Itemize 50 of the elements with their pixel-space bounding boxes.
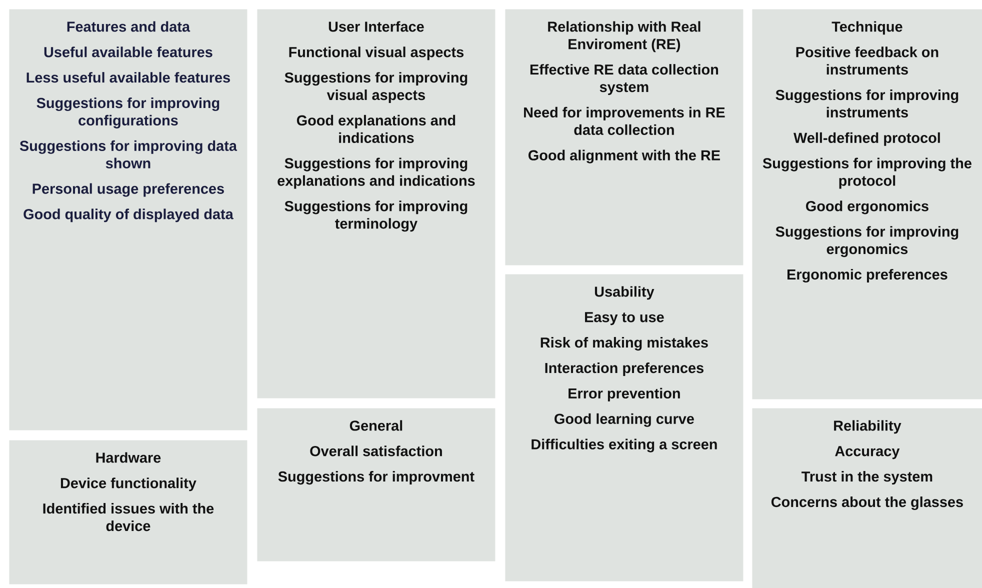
- item-text: Device functionality: [60, 478, 196, 492]
- item-text: Overall satisfaction: [310, 446, 442, 456]
- item-text: Suggestions for improvment: [278, 471, 474, 485]
- item-text: Accuracy: [835, 446, 900, 460]
- box-heading: General: [350, 420, 402, 431]
- item-text: Suggestions for improving visual aspects: [284, 72, 468, 103]
- category-box: [505, 9, 744, 266]
- item-text: Difficulties exiting a screen: [532, 438, 717, 452]
- item-text: Good ergonomics: [806, 200, 928, 214]
- category-box: [9, 9, 248, 430]
- box-heading: Hardware: [96, 452, 161, 463]
- category-box: [752, 408, 982, 588]
- item-text: Suggestions for improving explanations and indications: [278, 158, 475, 189]
- item-text: Good alignment with the RE: [528, 150, 720, 164]
- item-text: Trust in the system: [802, 471, 932, 485]
- item-text: Personal usage preferences: [32, 183, 224, 197]
- item-text: Easy to use: [585, 312, 664, 326]
- box-heading: User Interface: [328, 21, 424, 32]
- item-text: Suggestions for improving the protocol: [762, 158, 972, 189]
- item-text: Functional visual aspects: [289, 46, 464, 60]
- box-heading: Features and data: [67, 21, 190, 32]
- item-text: Good explanations and indications: [296, 114, 456, 143]
- category-box: [752, 9, 982, 400]
- item-text: Positive feedback on instruments: [796, 46, 938, 75]
- category-box: [9, 440, 248, 584]
- box-heading: Usability: [594, 286, 654, 300]
- box-heading: Technique: [832, 21, 902, 35]
- item-text: Well-defined protocol: [794, 132, 940, 146]
- category-box: [257, 408, 496, 562]
- category-box: [505, 274, 744, 582]
- item-text: Effective RE data collection system: [530, 64, 718, 95]
- item-text: Good quality of displayed data: [24, 208, 234, 222]
- box-heading: Relationship with Real Enviroment (RE): [548, 21, 700, 52]
- category-box: [257, 9, 496, 398]
- item-text: Interaction preferences: [545, 362, 704, 376]
- item-text: Ergonomic preferences: [788, 268, 948, 282]
- item-text: Error prevention: [568, 388, 680, 402]
- item-text: Concerns about the glasses: [771, 496, 963, 510]
- item-text: Suggestions for improving data shown: [20, 140, 238, 168]
- item-text: Identified issues with the device: [43, 503, 214, 532]
- item-text: Need for improvements in RE data collection: [524, 106, 725, 135]
- item-text: Suggestions for improving configurations: [36, 98, 220, 128]
- item-text: Useful available features: [44, 46, 212, 58]
- item-text: Suggestions for improving ergonomics: [776, 226, 958, 258]
- item-text: Less useful available features: [26, 72, 230, 83]
- item-text: Risk of making mistakes: [540, 337, 708, 351]
- box-heading: Reliability: [834, 420, 902, 434]
- item-text: Suggestions for improving terminology: [284, 200, 468, 232]
- item-text: Suggestions for improving instruments: [776, 90, 958, 118]
- item-text: Good learning curve: [554, 413, 694, 427]
